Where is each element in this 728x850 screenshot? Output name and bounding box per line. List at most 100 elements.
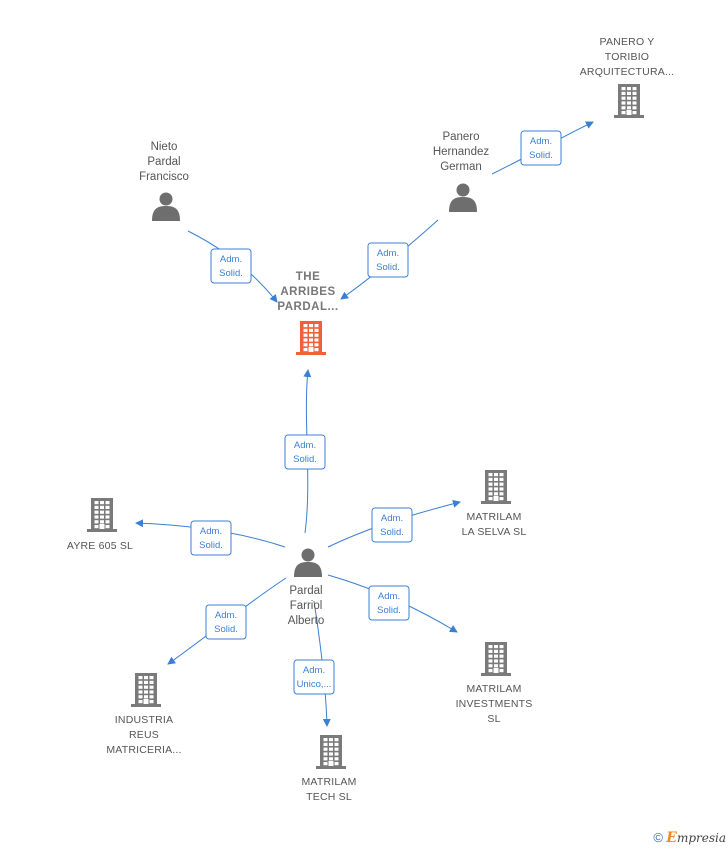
building-window [100, 515, 104, 519]
building-icon[interactable] [614, 84, 644, 118]
person-icon[interactable] [449, 183, 477, 213]
role-badge[interactable]: Adm.Solid. [367, 242, 409, 278]
building-window [138, 680, 143, 684]
building-window [499, 473, 504, 477]
building-window [314, 324, 319, 328]
building-window [329, 742, 333, 746]
building-window [494, 649, 498, 653]
building-window [323, 762, 328, 766]
node-label: Hernandez [433, 146, 490, 158]
role-badge[interactable]: Adm.Solid. [210, 248, 252, 284]
building-window [94, 510, 99, 514]
role-badge[interactable]: Adm.Solid. [371, 507, 413, 543]
node-label: MATRILAM [301, 776, 356, 788]
building-window [488, 487, 493, 491]
building-window [303, 333, 308, 337]
building-window [627, 91, 631, 95]
building-window [488, 649, 493, 653]
person-icon[interactable] [152, 192, 180, 222]
node-panero_co[interactable]: PANERO YTORIBIOARQUITECTURA... [580, 36, 675, 118]
building-window [105, 525, 110, 529]
building-window [499, 669, 504, 673]
building-window [303, 338, 308, 342]
building-base [296, 352, 326, 355]
person-icon[interactable] [294, 548, 322, 578]
role-badge[interactable]: Adm.Unico,... [293, 659, 335, 695]
building-window [627, 96, 631, 100]
building-window [499, 497, 504, 501]
building-window [494, 473, 498, 477]
node-label: Farriol [290, 600, 323, 612]
role-badge[interactable]: Adm. Solid. [205, 604, 247, 640]
building-window [494, 487, 498, 491]
building-window [494, 492, 498, 496]
building-door [493, 668, 499, 673]
building-window [488, 654, 493, 658]
building-window [334, 742, 339, 746]
role-badge[interactable]: Adm.Solid. [520, 130, 562, 166]
building-door [308, 347, 314, 352]
building-window [105, 501, 110, 505]
node-label: PARDAL... [277, 301, 338, 313]
node-label: PANERO Y [600, 36, 655, 48]
building-icon[interactable] [481, 642, 511, 676]
node-label: SL [487, 713, 500, 725]
node-ayre[interactable]: AYRE 605 SL [67, 498, 133, 552]
role-badge[interactable]: Adm.Solid. [190, 520, 232, 556]
building-door [328, 761, 334, 766]
building-base [614, 115, 644, 118]
building-window [488, 492, 493, 496]
node-label: INVESTMENTS [456, 698, 533, 710]
building-window [309, 333, 313, 337]
building-icon[interactable] [316, 735, 346, 769]
node-label: TORIBIO [605, 51, 649, 63]
role-badge[interactable]: Adm.Solid. [284, 434, 326, 470]
building-window [144, 680, 148, 684]
building-window [314, 328, 319, 332]
node-label: THE [296, 271, 321, 283]
building-window [138, 700, 143, 704]
building-window [100, 520, 104, 524]
building-door [626, 110, 632, 115]
building-door [143, 699, 149, 704]
node-industria[interactable]: INDUSTRIAREUSMATRICERIA... [106, 673, 181, 756]
building-window [632, 96, 637, 100]
building-window [488, 482, 493, 486]
building-window [323, 752, 328, 756]
edge-nieto-to-main: Adm.Solid. [187, 230, 278, 303]
building-window [138, 685, 143, 689]
role-badge[interactable]: Adm.Solid. [368, 585, 410, 621]
role-badge-text: Adm. [215, 610, 237, 621]
person-body [449, 197, 477, 212]
role-badge-text: Unico,... [297, 679, 332, 690]
role-badge-text: Solid. [214, 624, 238, 635]
node-label: ARRIBES [280, 286, 335, 298]
building-window [94, 525, 99, 529]
building-icon[interactable] [87, 498, 117, 532]
building-window [314, 348, 319, 352]
role-badge-text: Adm. [377, 248, 399, 259]
building-icon[interactable] [481, 470, 511, 504]
building-window [105, 505, 110, 509]
building-base [131, 704, 161, 707]
node-main[interactable]: THE ARRIBES PARDAL... [277, 271, 338, 355]
role-badge-text: Solid. [199, 540, 223, 551]
role-badge-box [367, 242, 409, 278]
role-badge-text: Adm. [381, 513, 403, 524]
building-window [632, 91, 637, 95]
edge-panero-to-panero_co: Adm.Solid. [491, 121, 594, 175]
building-window [144, 695, 148, 699]
building-base [481, 673, 511, 676]
building-icon[interactable] [296, 321, 326, 355]
building-door [493, 496, 499, 501]
building-window [627, 101, 631, 105]
role-badge-text: Adm. [530, 136, 552, 147]
building-icon[interactable] [131, 673, 161, 707]
